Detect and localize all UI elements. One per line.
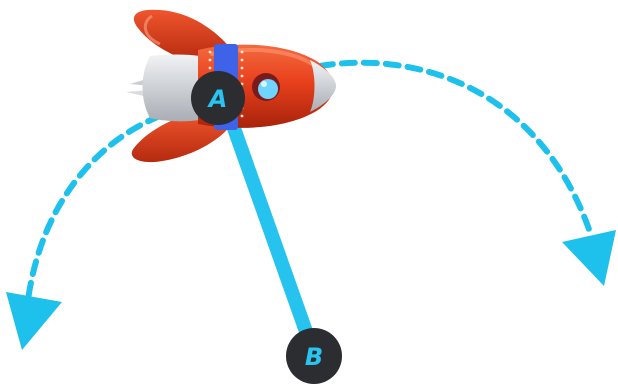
right-arrowhead	[562, 230, 616, 286]
point-b: B	[286, 328, 342, 384]
pendulum-rod	[224, 100, 314, 354]
point-b-label: B	[305, 343, 323, 371]
right-swing-arrow	[320, 63, 616, 286]
point-a: A	[191, 71, 245, 125]
point-a-label: A	[207, 85, 228, 113]
left-arrowhead	[6, 292, 62, 350]
right-swing-arc	[320, 63, 590, 232]
